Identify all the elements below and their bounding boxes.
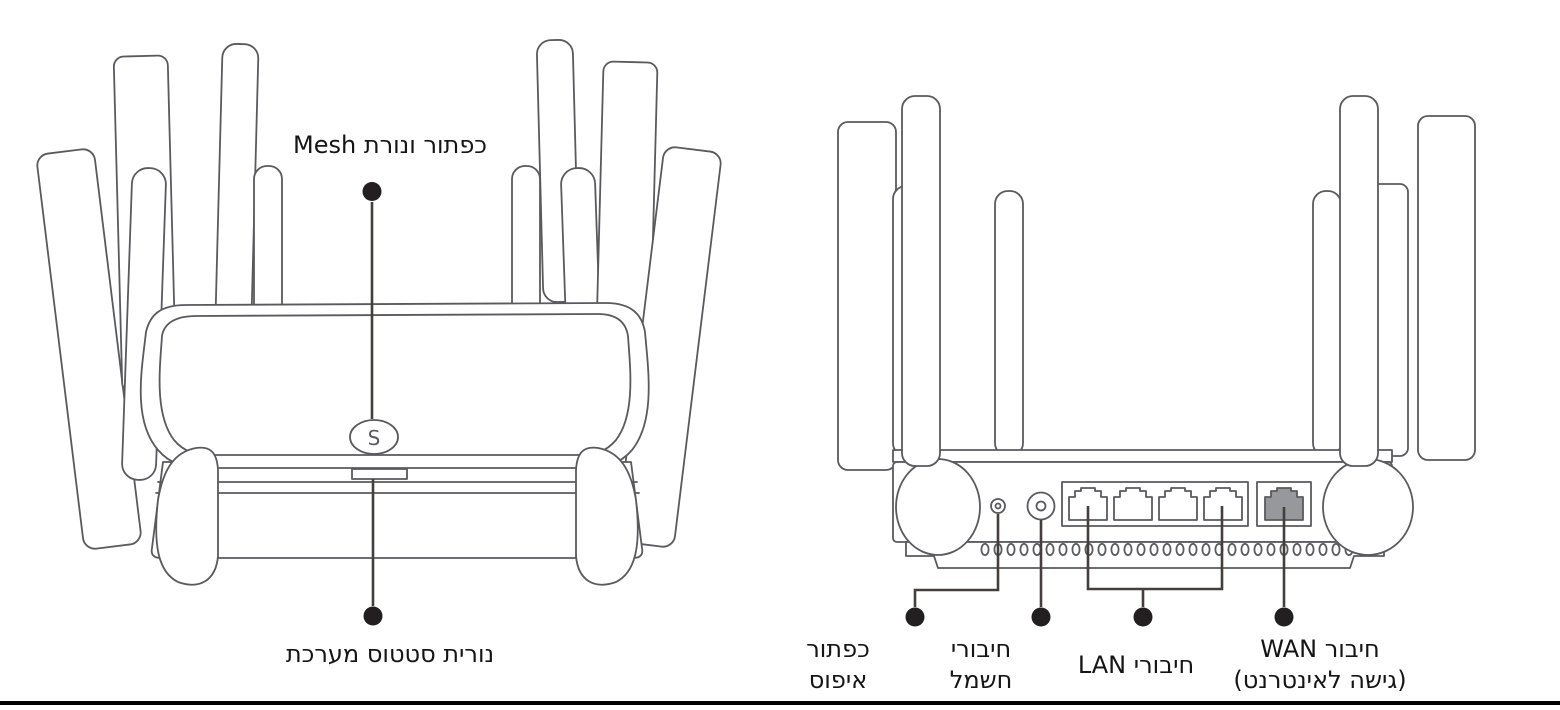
mesh-callout-dot: [362, 182, 382, 201]
mesh-button-glyph: S: [368, 426, 381, 450]
lan-ports-drawing: [1061, 481, 1249, 527]
wan-port-label: חיבור WAN (גישה לאינטרנט): [1233, 635, 1407, 694]
lan-ports-label: חיבורי LAN: [1077, 651, 1195, 679]
reset-callout-dot: [905, 607, 925, 627]
front-view-callouts: [362, 182, 383, 626]
back-panel-top-bar: [892, 449, 1393, 463]
wan-callout-dot: [1274, 607, 1294, 627]
power-jack-label: חיבורי חשמל: [949, 635, 1013, 694]
reset-button-label: כפתור איפוס: [806, 635, 870, 694]
bottom-rule: [0, 701, 1560, 705]
status-led-label: נורית סטטוס מערכת: [285, 640, 495, 668]
front-view-antenna-feet: [155, 446, 639, 586]
back-view-antenna-feet: [895, 95, 1414, 556]
power-jack-drawing: [1026, 491, 1056, 521]
power-callout-dot: [1031, 607, 1051, 627]
mesh-button-label: כפתור ונורת Mesh: [293, 131, 487, 159]
front-router-illustration: S: [36, 39, 722, 586]
status-callout-dot: [363, 606, 383, 626]
lan-callout-bracket: [1086, 506, 1224, 591]
lan-callout-dot: [1133, 607, 1153, 627]
status-led-drawing: [351, 468, 408, 480]
back-router-illustration: [837, 95, 1476, 569]
reset-callout-line: [913, 514, 1000, 607]
back-view-callouts: [905, 506, 1294, 627]
mesh-button-drawing: S: [349, 419, 399, 455]
reset-button-drawing: [990, 498, 1006, 514]
